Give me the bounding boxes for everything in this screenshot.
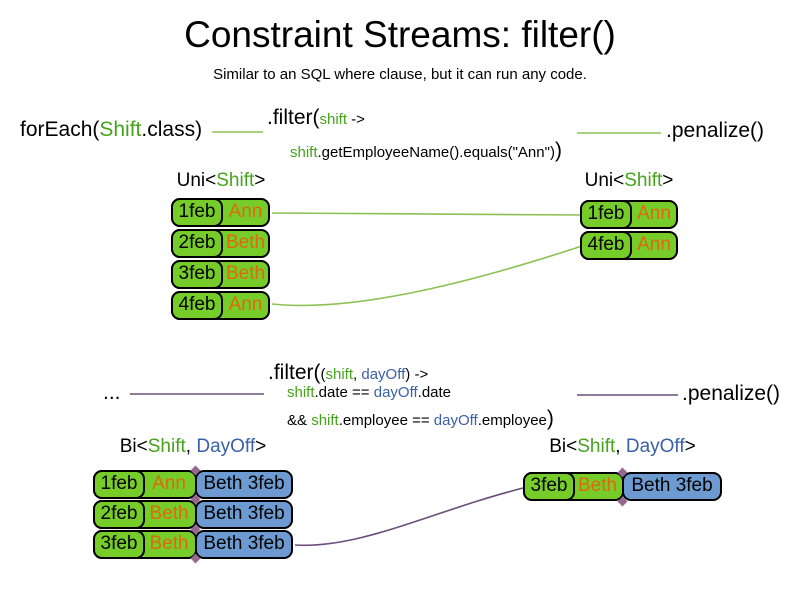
shift-date-cell: 1feb (580, 200, 632, 229)
code-filter2-open: ( (320, 366, 326, 383)
code-filter2-comma: , (353, 366, 362, 383)
code-l3-mid: .employee == (338, 412, 434, 429)
code-foreach-class: Shift (99, 118, 142, 141)
code-foreach-pre: forEach( (20, 118, 100, 141)
uni-right-row-2: 4feb Ann (580, 231, 678, 260)
bi-left-row-1-shift: 1feb Ann (93, 470, 197, 499)
shift-employee-cell: Ann (228, 294, 263, 315)
bi-left-type2: DayOff (196, 436, 256, 457)
bi-right-post: > (684, 436, 696, 457)
code-filter1-body-param: shift (290, 144, 318, 161)
uni-left-type: Shift (216, 170, 255, 191)
code-filter2-arrow: -> (410, 366, 429, 383)
bi-left-row-3-dayoff: Beth 3feb (195, 530, 293, 559)
uni-right-pre: Uni< (584, 170, 625, 191)
shift-date-cell: 2feb (171, 229, 223, 258)
shift-employee-cell: Ann (152, 473, 186, 494)
bi-left-row-1-dayoff: Beth 3feb (195, 470, 293, 499)
shift-employee-cell: Beth (149, 503, 189, 524)
shift-employee-cell: Beth (149, 533, 189, 554)
shift-date-cell: 4feb (580, 231, 632, 260)
code-penalize1: .penalize() (666, 119, 765, 142)
uni-left-pre: Uni< (176, 170, 217, 191)
shift-date-cell: 1feb (171, 198, 223, 227)
code-filter2-close: ) (405, 366, 411, 383)
bi-left-type1: Shift (147, 436, 186, 457)
code-filter1-arrow: -> (347, 111, 365, 128)
code-filter2-line3: && shift.employee == dayOff.employee) (287, 407, 554, 431)
uni-right-label: Uni<Shift> (578, 170, 680, 192)
page-subtitle: Similar to an SQL where clause, but it c… (213, 66, 587, 83)
uni-right-post: > (662, 170, 674, 191)
shift-date-cell: 3feb (93, 530, 145, 559)
code-filter2-line1: .filter((shift, dayOff) -> (268, 361, 428, 385)
bi-left-row-3-shift: 3feb Beth (93, 530, 197, 559)
bi-left-post: > (255, 436, 267, 457)
shift-employee-cell: Ann (637, 203, 671, 224)
uni-left-post: > (254, 170, 266, 191)
shift-date-cell: 2feb (93, 500, 145, 529)
code-filter1-close-paren: ) (554, 139, 562, 162)
uni-right-row-1: 1feb Ann (580, 200, 678, 229)
match-line-3feb-beth (294, 487, 524, 547)
bi-right-comma: , (615, 436, 626, 457)
uni-left-row-2: 2feb Beth (171, 229, 270, 258)
bi-right-label: Bi<Shift, DayOff> (523, 436, 722, 458)
code-l3-shift: shift (311, 412, 339, 429)
page-title: Constraint Streams: filter() (184, 14, 616, 55)
code-l2-dayoff: dayOff (373, 384, 418, 401)
shift-employee-cell: Ann (637, 234, 671, 255)
shift-employee-cell: Beth (225, 263, 266, 284)
bi-left-label: Bi<Shift, DayOff> (93, 436, 293, 458)
bi-left-row-2-dayoff: Beth 3feb (195, 500, 293, 529)
shift-employee-cell: Beth (577, 475, 618, 496)
code-filter1-line1: .filter(shift -> (267, 106, 365, 130)
code-foreach: forEach(Shift.class) (20, 118, 202, 142)
code-filter2-line2: shift.date == dayOff.date (287, 384, 451, 401)
code-l2-mid: .date == (314, 384, 374, 401)
code-l3-close: ) (546, 407, 554, 430)
shift-date-cell: 3feb (523, 472, 575, 501)
code-filter2-param2: dayOff (361, 366, 406, 383)
code-filter1-body: .getEmployeeName().equals("Ann") (317, 144, 555, 161)
code-l3-amp: && (287, 412, 312, 429)
code-filter2-fn: .filter( (268, 361, 321, 384)
code-l2-end: .date (417, 384, 452, 401)
match-line-1feb-ann (271, 212, 582, 216)
shift-date-cell: 4feb (171, 291, 223, 320)
bi-right-row-1-dayoff: Beth 3feb (622, 472, 722, 501)
uni-left-row-4: 4feb Ann (171, 291, 270, 320)
shift-employee-cell: Ann (228, 201, 263, 222)
uni-left-label: Uni<Shift> (166, 170, 276, 192)
uni-left-row-3: 3feb Beth (171, 260, 270, 289)
bi-right-row-1-shift: 3feb Beth (523, 472, 624, 501)
code-filter1-fn: .filter( (267, 106, 320, 129)
shift-date-cell: 3feb (171, 260, 223, 289)
code-ellipsis: ... (103, 381, 121, 404)
bi-right-pre: Bi< (549, 436, 578, 457)
bi-left-comma: , (185, 436, 197, 457)
code-filter1-param: shift (319, 111, 348, 128)
uni-left-row-1: 1feb Ann (171, 198, 270, 227)
code-l3-dayoff: dayOff (433, 412, 478, 429)
uni-right-type: Shift (624, 170, 663, 191)
bi-right-type1: Shift (577, 436, 616, 457)
code-l2-shift: shift (287, 384, 315, 401)
code-penalize2: .penalize() (682, 382, 781, 405)
bi-right-type2: DayOff (625, 436, 685, 457)
match-line-4feb-ann (271, 245, 583, 307)
shift-employee-cell: Beth (225, 232, 266, 253)
code-filter1-line2: shift.getEmployeeName().equals("Ann")) (290, 139, 562, 163)
code-foreach-post: .class) (141, 118, 203, 141)
bi-left-pre: Bi< (119, 436, 148, 457)
code-filter2-param1: shift (325, 366, 354, 383)
code-l3-end: .employee (477, 412, 547, 429)
shift-date-cell: 1feb (93, 470, 145, 499)
bi-left-row-2-shift: 2feb Beth (93, 500, 197, 529)
